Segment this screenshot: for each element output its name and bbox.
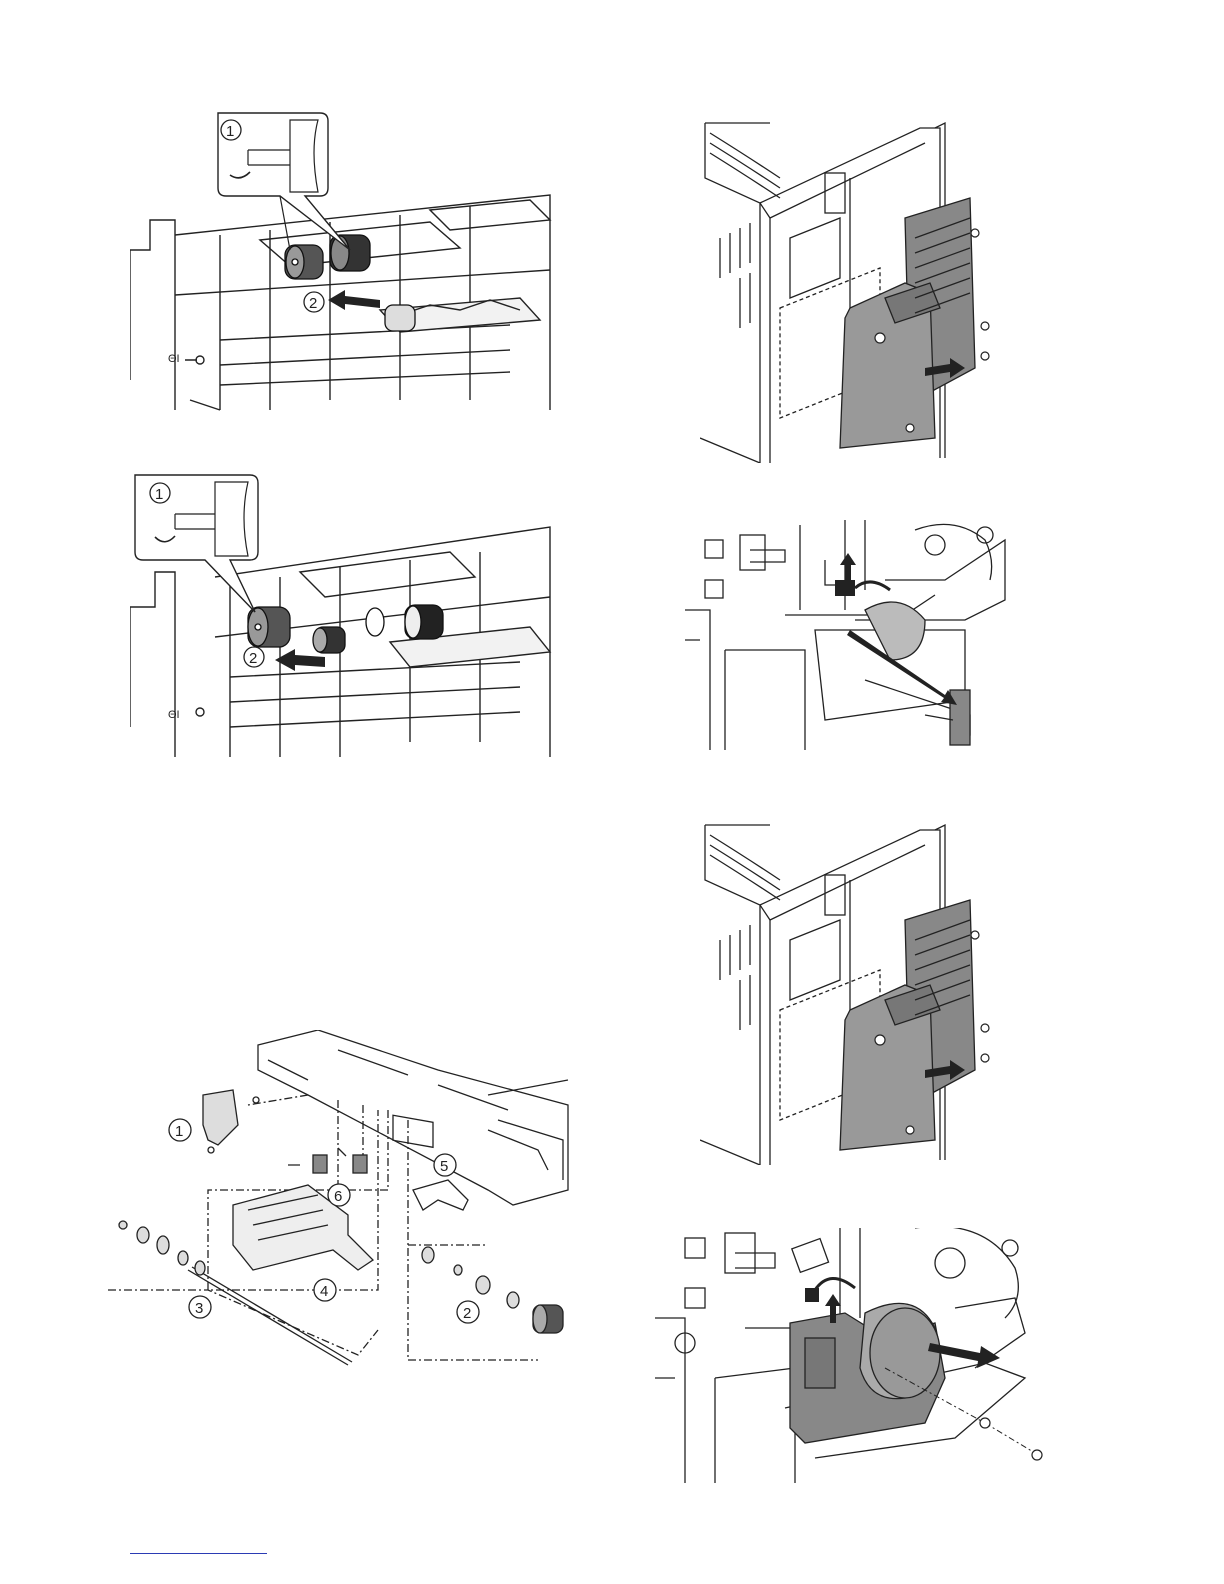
- pickup-rollers-b-drawing: ΘI 2 1: [130, 472, 560, 757]
- svg-text:1: 1: [175, 1123, 183, 1140]
- callout-2: 2: [457, 1301, 479, 1323]
- svg-text:3: 3: [195, 1300, 203, 1317]
- callout-1: 1: [221, 120, 241, 140]
- callout-3: 3: [189, 1296, 211, 1318]
- rear-cover-a-drawing: [700, 118, 1000, 463]
- svg-text:5: 5: [440, 1158, 448, 1175]
- figure-motor-unit-b: [655, 1228, 1050, 1483]
- svg-text:2: 2: [463, 1305, 471, 1322]
- figure-rear-cover-b: [700, 820, 1000, 1165]
- figure-motor-connector-a: [685, 520, 1010, 750]
- figure-pickup-rollers-a: ΘI 2 1: [130, 110, 560, 415]
- callout-1: 1: [150, 483, 170, 503]
- svg-text:4: 4: [320, 1283, 328, 1300]
- svg-text:ΘI: ΘI: [168, 709, 180, 721]
- callout-4: 4: [314, 1279, 336, 1301]
- callout-5: 5: [434, 1154, 456, 1176]
- pickup-rollers-a-drawing: ΘI 2 1: [130, 110, 560, 415]
- svg-text:2: 2: [309, 295, 317, 312]
- callout-2: 2: [244, 647, 264, 667]
- svg-text:1: 1: [155, 486, 163, 503]
- figure-pickup-rollers-b: ΘI 2 1: [130, 472, 560, 757]
- exploded-parts-drawing: 1 6 5 4 3 2: [108, 1030, 573, 1395]
- figure-exploded-parts: 1 6 5 4 3 2: [108, 1030, 573, 1395]
- callout-2: 2: [304, 292, 324, 312]
- svg-text:2: 2: [249, 650, 257, 667]
- motor-connector-a-drawing: [685, 520, 1010, 750]
- rear-cover-b-drawing: [700, 820, 1000, 1165]
- callout-1: 1: [169, 1119, 191, 1141]
- callout-6: 6: [328, 1184, 350, 1206]
- svg-text:1: 1: [226, 123, 234, 140]
- footer-rule: [130, 1553, 267, 1554]
- svg-text:6: 6: [334, 1188, 342, 1205]
- svg-text:ΘI: ΘI: [168, 353, 180, 365]
- figure-rear-cover-a: [700, 118, 1000, 463]
- motor-unit-b-drawing: [655, 1228, 1050, 1483]
